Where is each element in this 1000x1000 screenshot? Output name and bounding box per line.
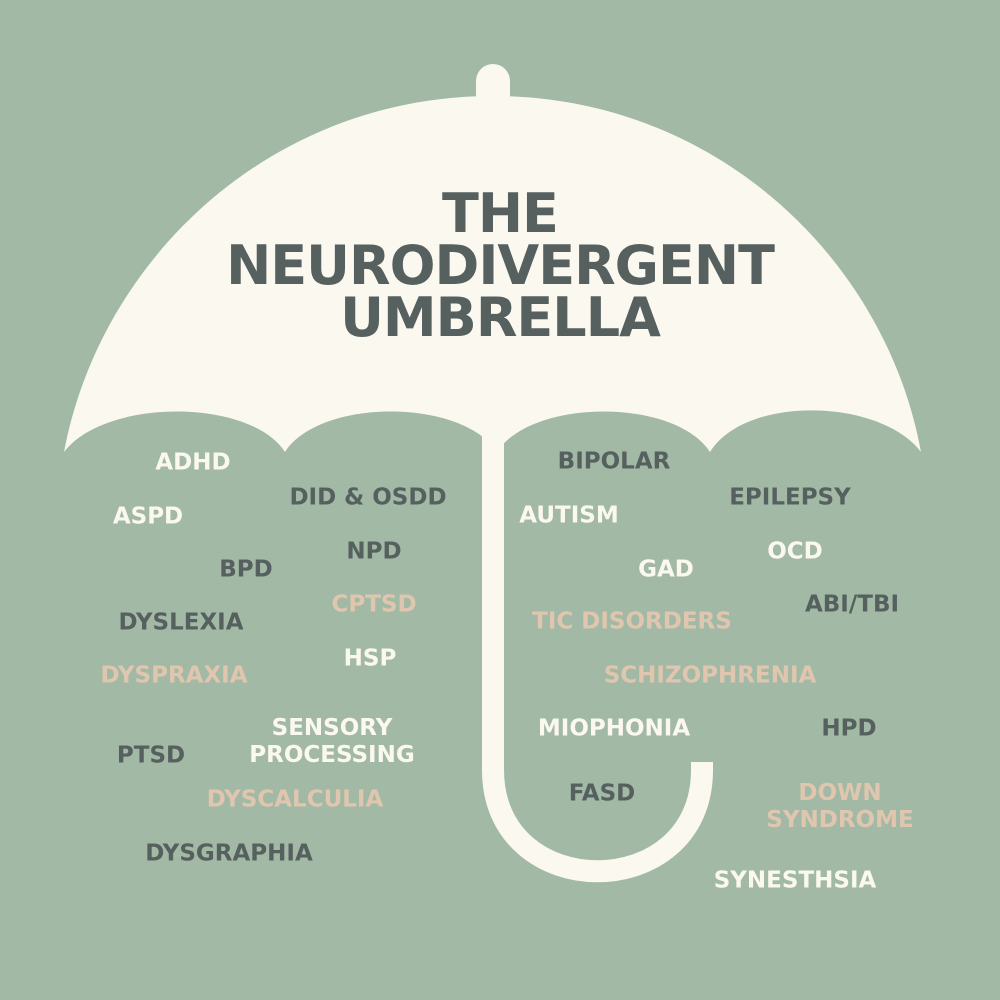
term-npd: NPD — [346, 538, 402, 565]
term-miophonia: MIOPHONIA — [537, 715, 691, 742]
term-epilepsy: EPILEPSY — [729, 484, 851, 511]
term-dyspraxia: DYSPRAXIA — [100, 662, 248, 689]
term-ocd: OCD — [767, 538, 823, 565]
title-line-3: UMBRELLA — [340, 286, 661, 349]
term-autism: AUTISM — [519, 502, 619, 529]
term-abi-tbi: ABI/TBI — [804, 591, 900, 618]
term-tic-disorders: TIC DISORDERS — [532, 608, 732, 635]
term-dyscalculia: DYSCALCULIA — [206, 786, 384, 813]
term-did-osdd: DID & OSDD — [289, 484, 447, 511]
term-schizophrenia: SCHIZOPHRENIA — [603, 662, 817, 689]
term-bipolar: BIPOLAR — [557, 448, 671, 475]
term-fasd: FASD — [568, 780, 636, 807]
term-cptsd: CPTSD — [331, 591, 417, 618]
term-dysgraphia: DYSGRAPHIA — [145, 840, 313, 867]
title-line-2: NEURODIVERGENT — [226, 234, 775, 297]
term-hpd: HPD — [821, 715, 877, 742]
term-dyslexia: DYSLEXIA — [118, 609, 244, 636]
term-ptsd: PTSD — [116, 742, 186, 769]
term-down-syndrome: DOWN SYNDROME — [766, 780, 914, 833]
term-bpd: BPD — [219, 556, 273, 583]
umbrella-handle — [482, 432, 713, 883]
title-line-1: THE — [442, 182, 559, 245]
term-gad: GAD — [638, 556, 694, 583]
term-sensory-processing: SENSORY PROCESSING — [249, 715, 415, 768]
term-synesthsia: SYNESTHSIA — [713, 867, 877, 894]
umbrella-canopy — [64, 96, 921, 452]
term-aspd: ASPD — [112, 503, 184, 530]
term-adhd: ADHD — [155, 449, 231, 476]
term-hsp: HSP — [343, 645, 397, 672]
